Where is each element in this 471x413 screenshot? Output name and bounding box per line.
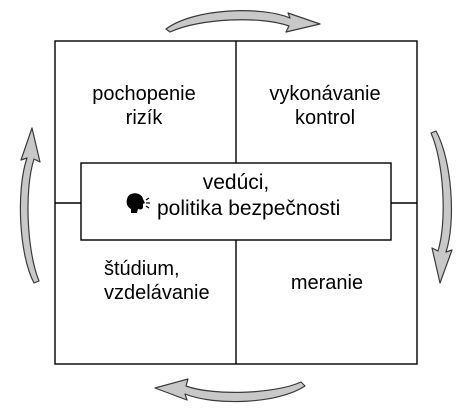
cycle-arrow-bottom-icon	[154, 378, 306, 403]
quadrant-top-left-line1: pochopenie	[92, 83, 195, 105]
cycle-arrow-left-icon	[19, 127, 41, 284]
center-line2: politika bezpečnosti	[157, 197, 340, 220]
cycle-arrow-right-icon	[430, 130, 453, 284]
quadrant-top-right-line1: vykonávanie	[269, 83, 380, 105]
center-line1: vedúci,	[203, 171, 270, 194]
quadrant-bottom-left-line2: vzdelávanie	[104, 282, 210, 304]
quadrant-top-left-line2: rizík	[126, 107, 164, 129]
cycle-arrow-top-icon	[165, 10, 321, 33]
quadrant-top-right-line2: kontrol	[295, 107, 355, 129]
speaking-head-icon	[126, 193, 150, 213]
quadrant-bottom-right-line1: meranie	[291, 272, 363, 294]
quadrant-bottom-left-line1: štúdium,	[104, 258, 180, 280]
